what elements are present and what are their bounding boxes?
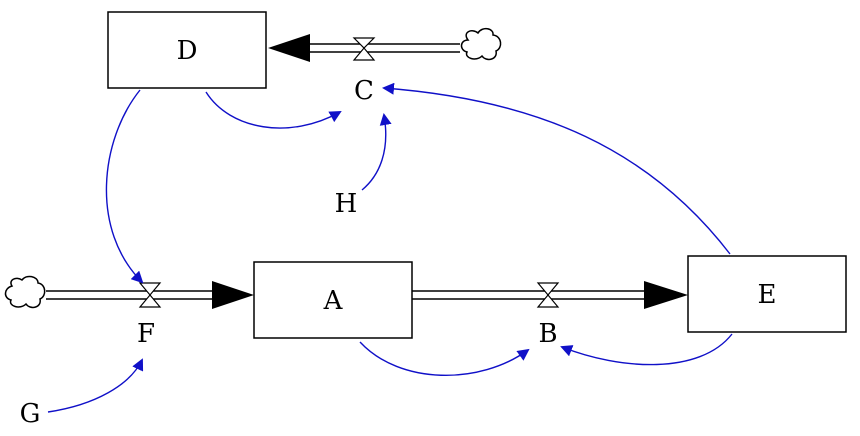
link-e-to-c[interactable]	[382, 82, 731, 255]
flow-b-pipe	[412, 281, 688, 309]
aux-h-label[interactable]: H	[335, 189, 358, 219]
flow-f-label: F	[137, 319, 155, 349]
flow-c-arrowhead	[268, 34, 310, 62]
link-d-to-c[interactable]	[205, 91, 342, 129]
flow-f-pipe	[46, 281, 254, 309]
valve-b[interactable]	[536, 282, 560, 308]
flow-f-arrowhead	[212, 281, 254, 309]
stock-e-label: E	[758, 280, 777, 310]
stock-d[interactable]: D	[107, 11, 267, 89]
valve-f[interactable]	[138, 282, 162, 308]
link-e-to-b[interactable]	[560, 333, 733, 366]
link-d-to-f[interactable]	[105, 89, 144, 284]
cloud-source-c	[460, 27, 502, 61]
flow-c-label: C	[354, 76, 374, 106]
link-h-to-c[interactable]	[361, 113, 392, 191]
stock-a-label: A	[323, 286, 344, 316]
flow-c-pipe	[268, 34, 460, 62]
stock-a[interactable]: A	[253, 261, 413, 339]
aux-g-label[interactable]: G	[20, 399, 41, 429]
link-a-to-b[interactable]	[359, 341, 530, 377]
flow-b-label: B	[538, 319, 557, 349]
cloud-source-f	[4, 275, 46, 309]
stock-d-label: D	[177, 36, 198, 66]
flow-b-arrowhead	[644, 281, 688, 309]
stock-e[interactable]: E	[687, 255, 847, 333]
valve-c[interactable]	[352, 37, 376, 61]
link-g-to-f[interactable]	[47, 358, 144, 413]
